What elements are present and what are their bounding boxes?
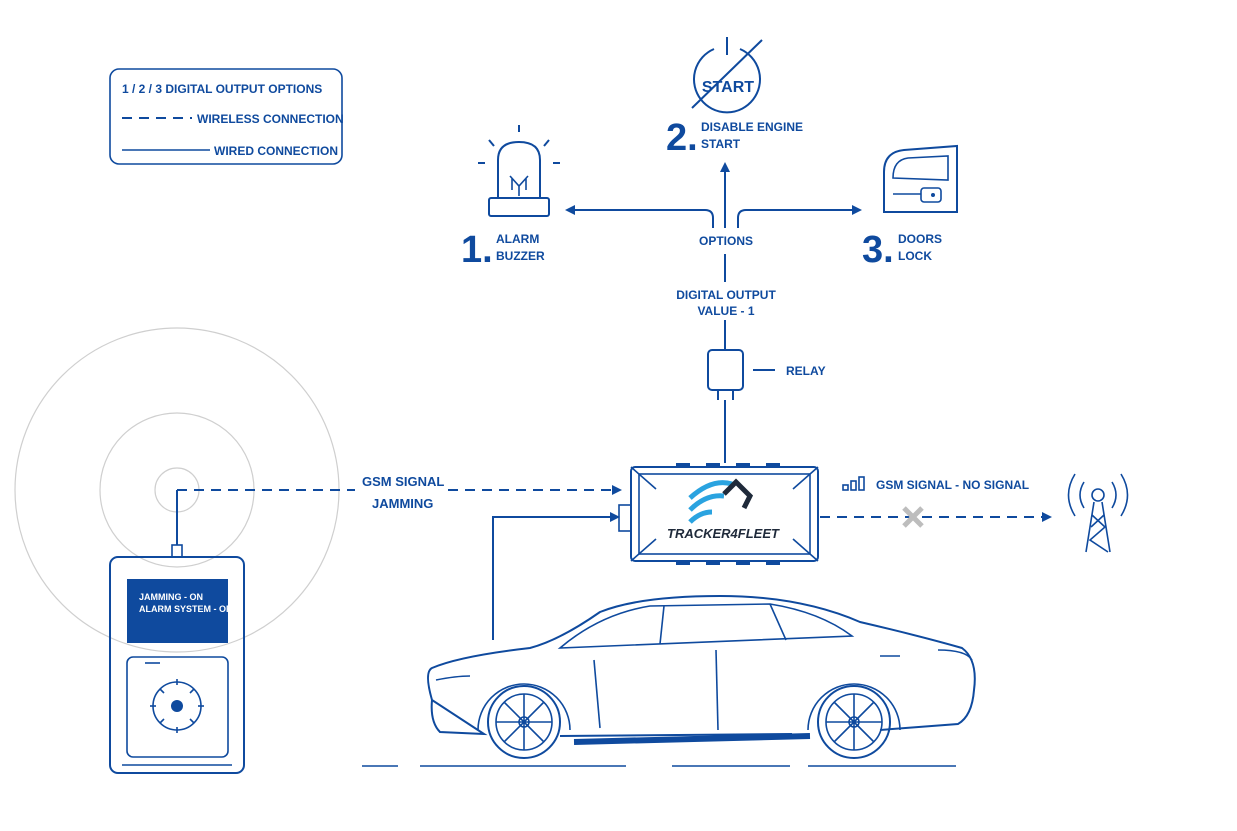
gsm-status: GSM SIGNAL - NO SIGNAL bbox=[876, 478, 1029, 492]
options-label: OPTIONS bbox=[699, 234, 753, 248]
door-lock-icon bbox=[883, 144, 958, 213]
tracker-device: TRACKER4FLEET bbox=[618, 463, 819, 565]
engine-icon-text: START bbox=[702, 79, 754, 96]
legend: 1 / 2 / 3 DIGITAL OUTPUT OPTIONS WIRELES… bbox=[109, 68, 344, 165]
tracker-logo: TRACKER4FLEET bbox=[667, 478, 780, 541]
signal-bars-icon bbox=[842, 476, 865, 491]
tracker-brand: TRACKER4FLEET bbox=[667, 526, 780, 541]
legend-options: 1 / 2 / 3 DIGITAL OUTPUT OPTIONS bbox=[122, 82, 322, 96]
doors-number: 3. bbox=[862, 229, 894, 271]
alarm-branch bbox=[575, 209, 714, 228]
alarm-siren-icon bbox=[478, 125, 560, 217]
legend-wired: WIRED CONNECTION bbox=[214, 144, 338, 158]
jammer-screen-line1: JAMMING - ON bbox=[139, 592, 203, 602]
doors-branch bbox=[737, 209, 852, 228]
doors-line1: DOORS bbox=[898, 232, 942, 246]
alarm-line1: ALARM bbox=[496, 232, 539, 246]
cell-tower-icon bbox=[1067, 473, 1129, 553]
doors-line2: LOCK bbox=[898, 249, 932, 263]
jamming-label-1: GSM SIGNAL bbox=[362, 474, 444, 489]
engine-start-icon: START bbox=[691, 37, 763, 114]
alarm-number: 1. bbox=[461, 229, 493, 271]
engine-line1: DISABLE ENGINE bbox=[701, 120, 803, 134]
digital-output-line1: DIGITAL OUTPUT bbox=[676, 288, 776, 302]
car-icon bbox=[362, 594, 976, 767]
engine-number: 2. bbox=[666, 117, 698, 159]
jammer-device-icon: JAMMING - ON ALARM SYSTEM - OFF bbox=[109, 490, 245, 774]
cross-icon bbox=[902, 506, 924, 528]
jamming-label-2: JAMMING bbox=[372, 496, 433, 511]
relay-label: RELAY bbox=[786, 364, 826, 378]
legend-wireless: WIRELESS CONNECTION bbox=[197, 112, 344, 126]
wired-car-line bbox=[492, 516, 610, 640]
digital-output-line2: VALUE - 1 bbox=[697, 304, 754, 318]
jammer-screen-line2: ALARM SYSTEM - OFF bbox=[139, 604, 237, 614]
relay-icon bbox=[707, 349, 775, 400]
engine-line2: START bbox=[701, 137, 741, 151]
alarm-line2: BUZZER bbox=[496, 249, 545, 263]
